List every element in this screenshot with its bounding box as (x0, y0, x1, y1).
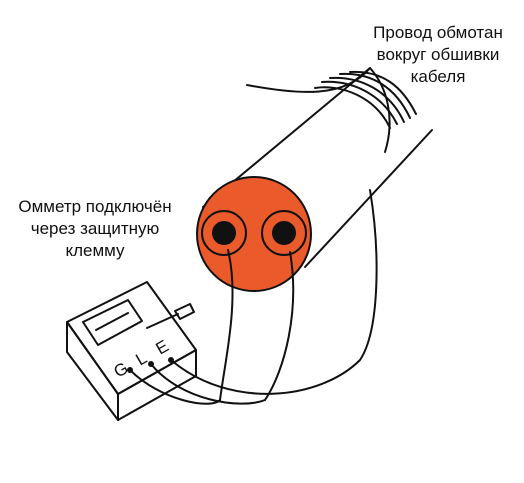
meter-probe-tip (174, 303, 195, 320)
terminal-dot-L (148, 361, 154, 367)
wire-wrap-label: Провод обмотан вокруг обшивки кабеля (373, 23, 503, 86)
meter-side-face (117, 349, 197, 421)
lead-from-right-core (264, 251, 295, 401)
wrap-coil-5 (349, 70, 417, 115)
ohmmeter-icon (66, 281, 197, 421)
meter-dial-window (82, 299, 143, 346)
wrap-wire (246, 67, 391, 153)
terminal-label-E: E (153, 336, 172, 358)
lead-from-left-core (219, 249, 234, 401)
wrap-coil-2 (321, 80, 398, 125)
terminal-label-L: L (133, 348, 151, 369)
meter-needle (95, 312, 129, 331)
conductor-right (272, 221, 296, 245)
conductor-left (212, 221, 236, 245)
wrap-coil-1 (314, 86, 391, 129)
terminal-dot-G (127, 367, 133, 373)
lead-L (150, 363, 266, 405)
terminal-dot-E (168, 357, 174, 363)
ohmmeter-label: Омметр подключён через защитную клемму (18, 197, 172, 260)
insulation-circle (196, 176, 312, 292)
wrap-coil-4 (339, 72, 411, 119)
cable-cross-section (196, 176, 312, 292)
lead-E (170, 189, 378, 395)
terminal-label-G: G (111, 358, 132, 381)
cable-icon (202, 67, 433, 268)
wrap-coil-3 (329, 76, 405, 123)
meter-probe-cable (146, 313, 179, 329)
lead-G (129, 369, 221, 405)
cable-bottom-edge (304, 129, 433, 268)
